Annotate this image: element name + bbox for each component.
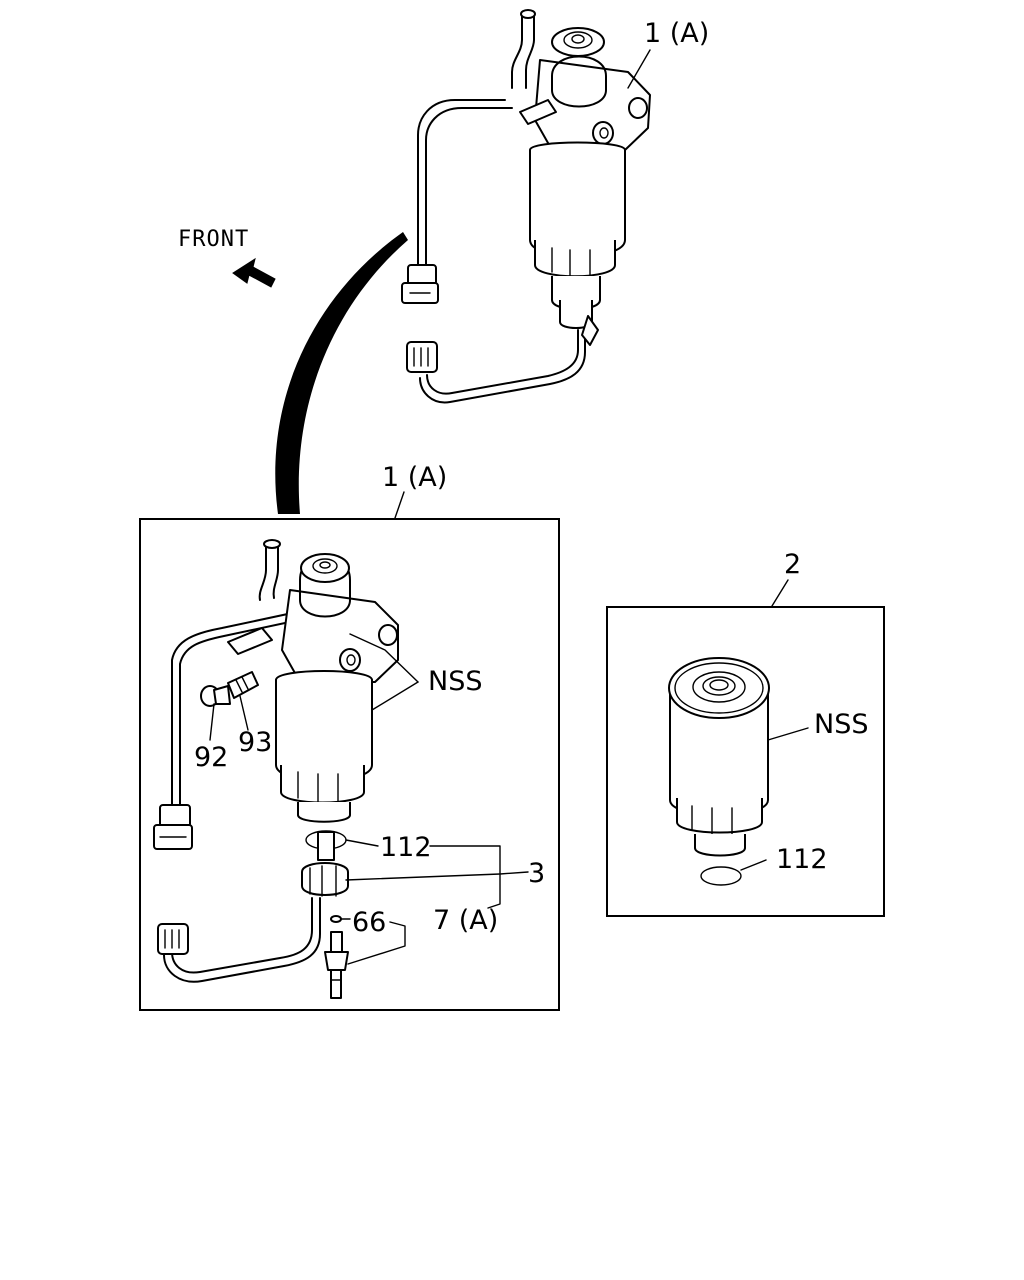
part-3-sensor-plug (301, 862, 349, 897)
leader-line-box-1a (394, 491, 405, 519)
element-detail-box (606, 606, 885, 917)
callout-1a-top: 1 (A) (644, 18, 709, 49)
leader-lines-right (740, 579, 809, 871)
callout-92: 92 (194, 742, 228, 773)
callout-1a-box: 1 (A) (382, 462, 447, 493)
element-o-ring (700, 866, 742, 886)
harness-connector-lower (406, 341, 438, 373)
callout-112-left: 112 (380, 832, 432, 863)
leader-lines-left (209, 633, 529, 965)
part-93-bleeder (227, 671, 259, 699)
fuel-filter-assembly-top (401, 9, 651, 404)
front-label: FRONT (178, 227, 249, 252)
callout-112-right: 112 (776, 844, 828, 875)
exploded-connector-upper (153, 804, 193, 850)
part-66-small-ring (330, 915, 342, 923)
leader-line-top (627, 49, 651, 89)
callout-66: 66 (352, 907, 386, 938)
callout-93: 93 (238, 727, 272, 758)
harness-connector-upper (401, 264, 439, 304)
callout-3: 3 (528, 858, 545, 889)
assembly-detail-box (139, 518, 560, 1011)
part-7a-drain-plug (324, 931, 349, 999)
front-arrow-icon (232, 257, 276, 288)
part-92-plug (200, 685, 231, 707)
callout-nss-element: NSS (814, 709, 868, 740)
curved-pointer-arrow-icon (275, 232, 408, 514)
callout-nss-assembly: NSS (428, 666, 482, 697)
callout-2: 2 (784, 549, 801, 580)
filter-element (668, 657, 770, 886)
fuel-filter-assembly-exploded (153, 539, 399, 999)
exploded-connector-lower (157, 923, 189, 955)
callout-7a: 7 (A) (433, 905, 498, 936)
